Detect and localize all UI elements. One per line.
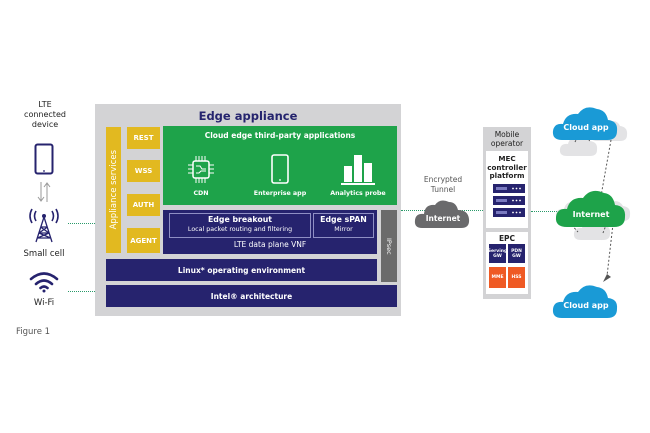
internet-cloud-green-shape xyxy=(555,190,626,227)
bottom-cloud-app-shape xyxy=(552,285,618,318)
edge-span-title: Edge sPAN xyxy=(320,215,367,224)
bottom-cloud-app-label: Cloud app xyxy=(563,301,609,310)
serving-gw-line-1: Serving xyxy=(487,248,508,254)
edge-appliance-title: Edge appliance xyxy=(198,109,298,123)
epc-mme: MME xyxy=(489,267,506,288)
cloud-edge-apps-title: Cloud edge third-party applications xyxy=(204,131,356,140)
intel-layer: Intel® architecture xyxy=(106,285,397,307)
mobile-operator-line-1: Mobile xyxy=(494,130,520,139)
app-label-cdn: CDN xyxy=(193,190,209,197)
cell-tower-icon xyxy=(29,208,59,243)
bidirectional-arrows-icon xyxy=(37,182,51,202)
lte-data-plane-vnf xyxy=(163,210,377,254)
wifi-connector xyxy=(68,291,95,292)
bar-chart-icon xyxy=(341,155,375,185)
edge-span-box: Edge sPAN Mirror xyxy=(313,213,374,238)
wifi-icon xyxy=(29,272,59,293)
mobile-operator-line-2: operator xyxy=(490,139,524,148)
service-rest: REST xyxy=(127,127,160,149)
encrypted-tunnel-line-1: Encrypted xyxy=(423,175,463,184)
smartphone-icon xyxy=(34,143,54,175)
mobile-operator-title: Mobile operator xyxy=(483,130,531,148)
internet-cloud-label: Internet xyxy=(572,210,610,219)
mec-line-2: controller xyxy=(487,162,527,172)
lte-device-line-3: device xyxy=(31,120,59,129)
service-auth: AUTH xyxy=(127,194,160,216)
epc-hss: HSS xyxy=(508,267,525,288)
epc-label: EPC xyxy=(498,234,516,243)
app-label-enterprise: Enterprise app xyxy=(253,190,307,197)
ipsec-bar: IPsec xyxy=(381,210,397,282)
service-wss: WSS xyxy=(127,160,160,182)
serving-gw-line-2: GW xyxy=(493,253,502,259)
mec-line-1: MEC xyxy=(498,154,516,163)
app-label-analytics: Analytics probe xyxy=(330,190,386,197)
cloud-network xyxy=(552,107,631,318)
edge-span-subtitle: Mirror xyxy=(334,226,353,233)
linux-layer: Linux* operating environment xyxy=(106,259,377,281)
edge-breakout-box: Edge breakout Local packet routing and f… xyxy=(169,213,311,238)
wifi-label: Wi-Fi xyxy=(33,298,55,308)
server-rack-icon xyxy=(493,184,525,217)
pdn-gw-line-2: GW xyxy=(512,253,521,259)
service-agent: AGENT xyxy=(127,228,160,253)
operator-internet-connector xyxy=(531,211,565,212)
internet-cloud-gray xyxy=(414,200,470,228)
pdn-gw-line-1: PDN xyxy=(511,248,522,254)
tunnel-internet-label: Internet xyxy=(425,214,461,223)
figure-caption: Figure 1 xyxy=(16,327,51,337)
edge-breakout-title: Edge breakout xyxy=(207,215,273,224)
lte-device-line-2: connected xyxy=(24,110,66,119)
chip-icon xyxy=(188,156,214,183)
small-cell-connector xyxy=(68,223,95,224)
encrypted-tunnel-line-2: Tunnel xyxy=(430,185,456,194)
top-cloud-app-label: Cloud app xyxy=(563,123,609,132)
small-cell-label: Small cell xyxy=(23,249,65,259)
appliance-services-bar: Appliance services xyxy=(106,127,121,253)
top-cloud-app-shape xyxy=(552,107,618,140)
lte-vnf-label: LTE data plane VNF xyxy=(233,240,307,249)
mec-controller-label: MEC controller platform xyxy=(486,154,528,181)
lte-device-label: LTE connected device xyxy=(20,100,70,130)
mec-line-3: platform xyxy=(489,171,525,180)
appliance-services-label: Appliance services xyxy=(108,150,119,230)
ipsec-label: IPsec xyxy=(385,237,393,255)
edge-breakout-subtitle: Local packet routing and filtering xyxy=(187,226,293,233)
lte-device-line-1: LTE xyxy=(38,100,52,109)
encrypted-tunnel-label: Encrypted Tunnel xyxy=(418,175,468,195)
tablet-icon xyxy=(271,154,289,184)
